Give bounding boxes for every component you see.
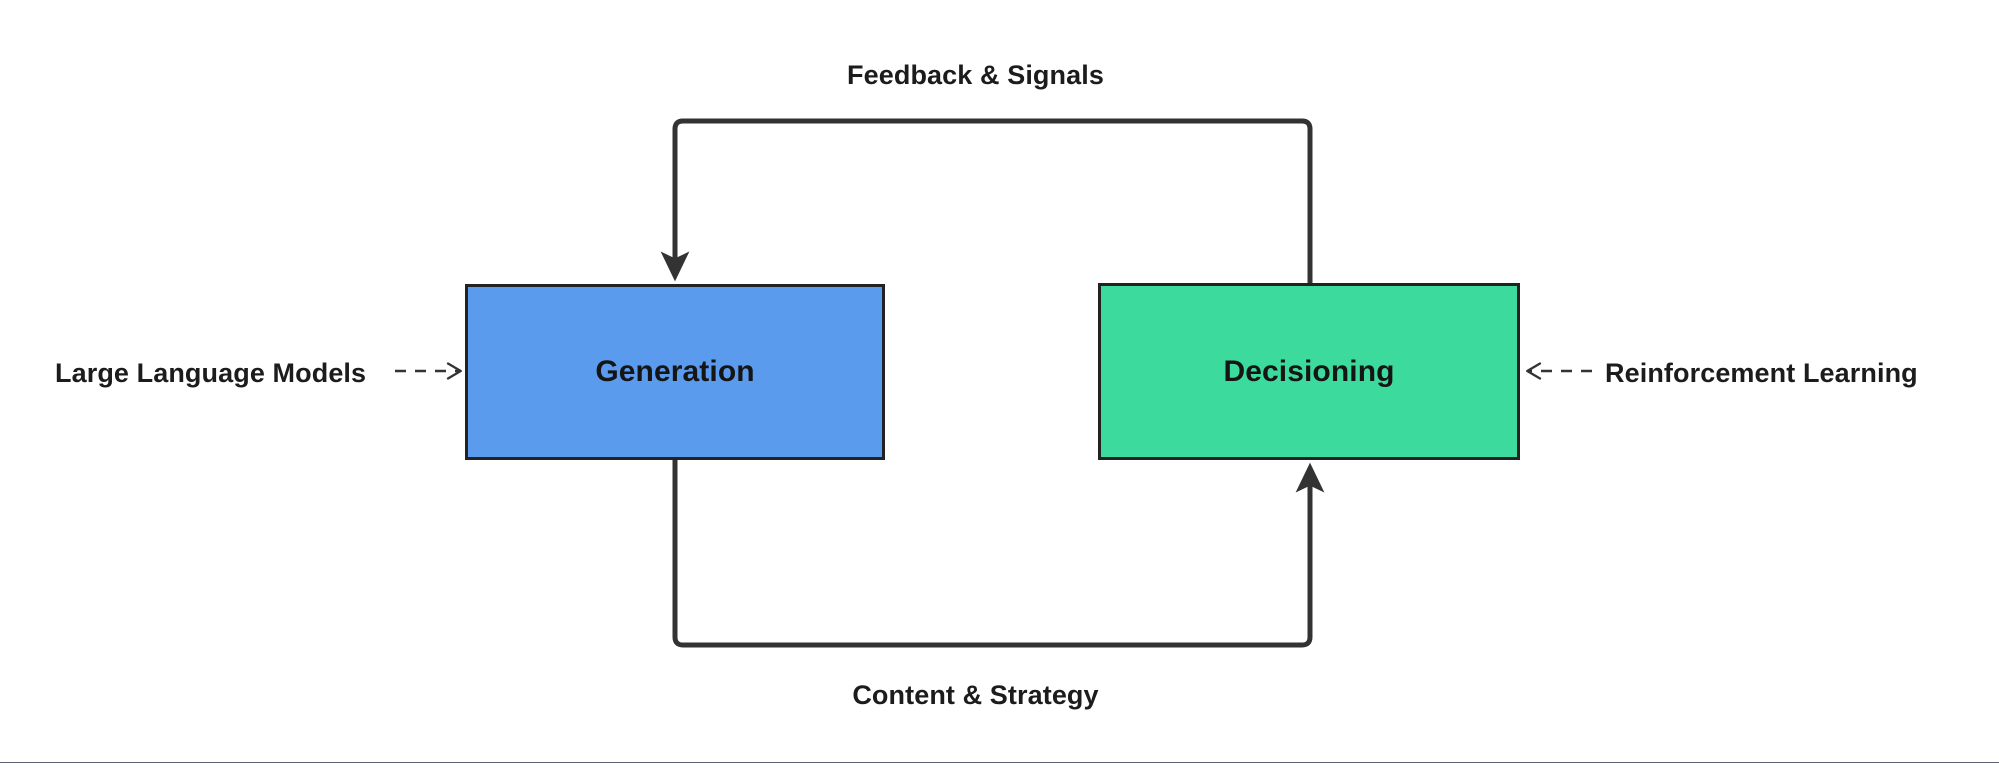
edge-feedback-signals: [660, 118, 1313, 283]
bottom-divider: [0, 762, 1999, 763]
node-decisioning[interactable]: Decisioning: [1098, 283, 1520, 460]
edge-label-reinforcement-learning: Reinforcement Learning: [1605, 358, 1918, 388]
node-generation-label: Generation: [595, 355, 755, 388]
node-generation[interactable]: Generation: [465, 284, 885, 460]
edge-label-feedback-signals: Feedback & Signals: [847, 60, 1104, 90]
edge-content-strategy: [672, 460, 1325, 648]
node-decisioning-label: Decisioning: [1223, 354, 1395, 388]
edge-label-large-language-models: Large Language Models: [55, 358, 367, 388]
edge-label-content-strategy: Content & Strategy: [852, 680, 1099, 710]
